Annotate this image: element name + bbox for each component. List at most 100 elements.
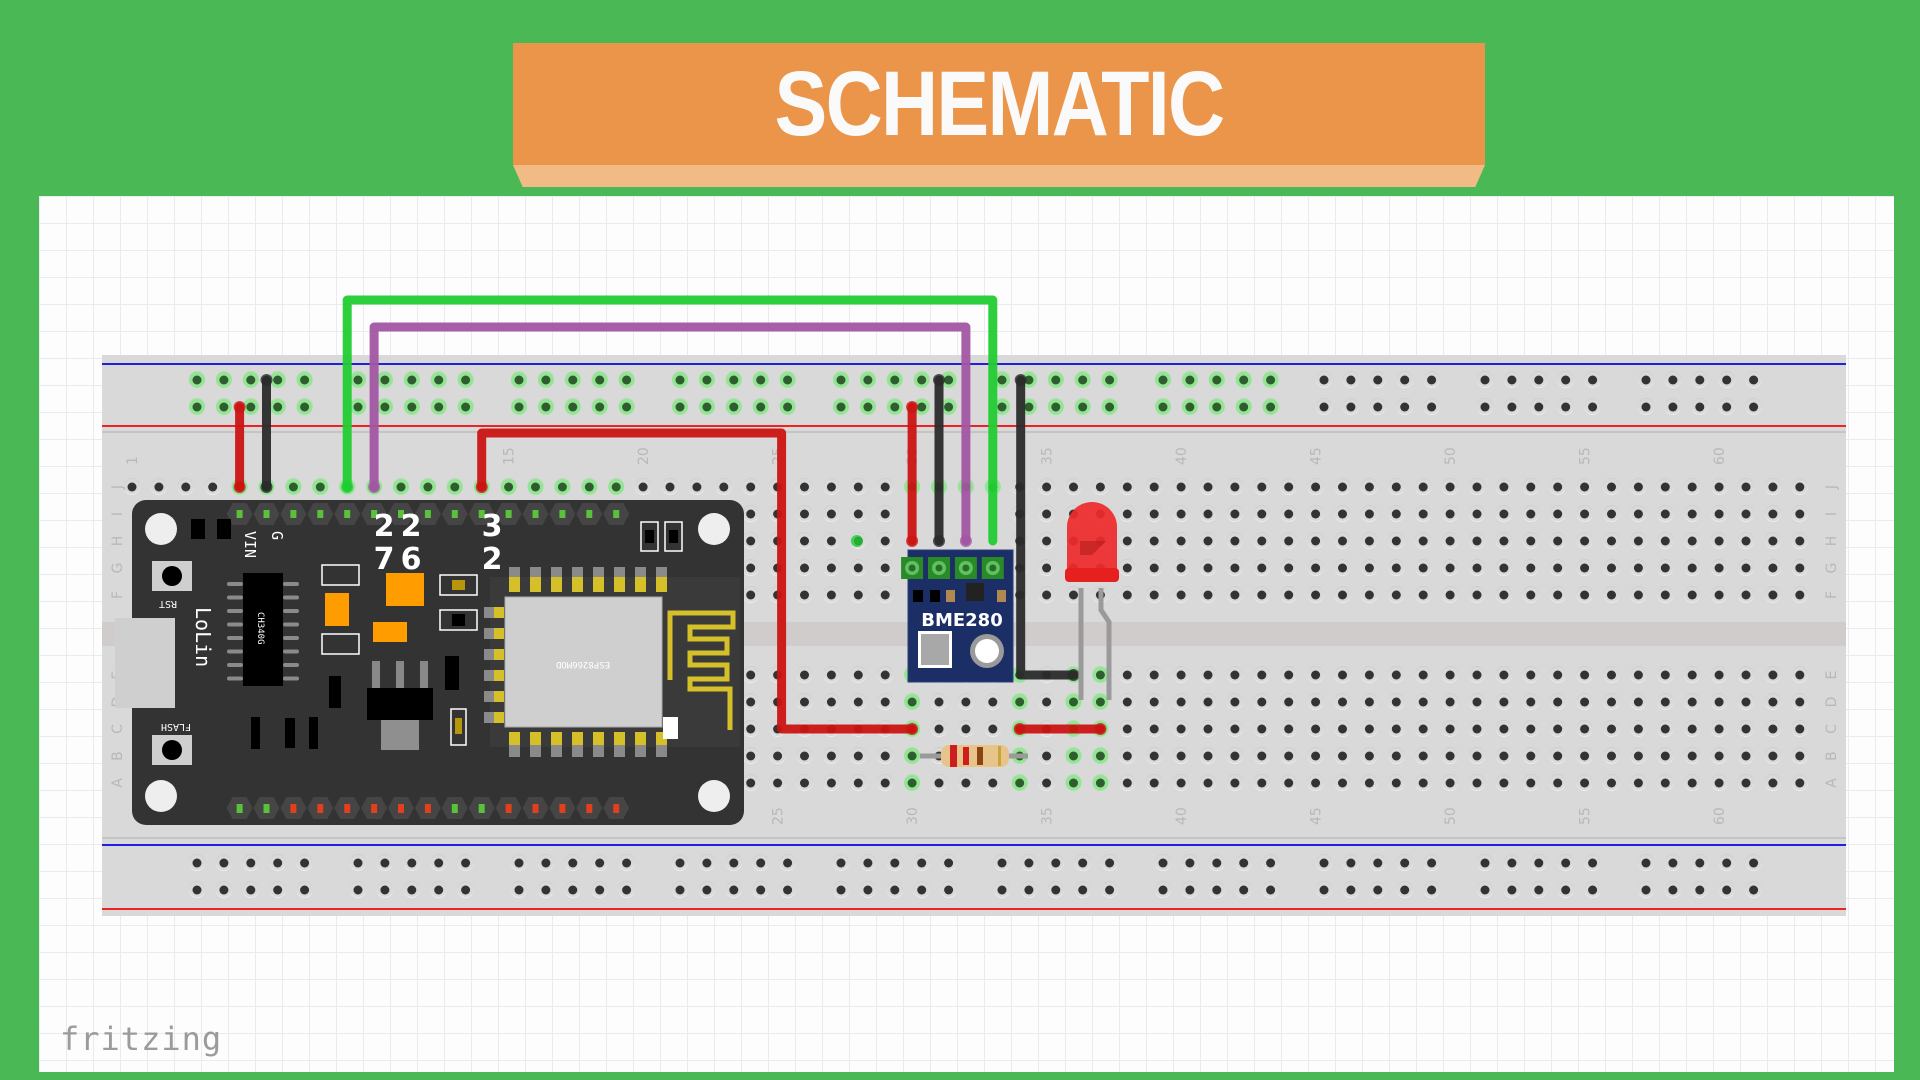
rail-hole — [1477, 398, 1493, 415]
red-led[interactable] — [1065, 502, 1119, 700]
breadboard-hole — [1388, 559, 1405, 576]
flash-button[interactable] — [152, 735, 192, 765]
rail-hole — [833, 398, 849, 415]
breadboard-hole — [1442, 693, 1459, 710]
rail-hole — [376, 854, 393, 871]
rail-hole — [1396, 854, 1413, 871]
breadboard-hole — [1603, 559, 1620, 576]
rail-hole — [1557, 398, 1574, 415]
breadboard-hole — [1576, 720, 1593, 737]
row-label: H — [110, 536, 126, 547]
breadboard-hole — [1576, 478, 1593, 495]
bme280-sensor[interactable]: BME280 — [901, 549, 1014, 683]
breadboard-hole — [1764, 720, 1781, 737]
breadboard-hole — [1603, 478, 1620, 495]
rail-hole — [1342, 398, 1359, 415]
breadboard-hole — [1603, 774, 1620, 791]
breadboard-hole — [877, 747, 894, 764]
breadboard-hole — [1469, 693, 1485, 710]
rail-hole — [537, 881, 554, 898]
breadboard-hole — [1146, 586, 1163, 603]
breadboard-hole — [1146, 559, 1163, 576]
column-label: 40 — [1174, 447, 1190, 465]
row-label: A — [110, 778, 126, 788]
rail-hole — [269, 398, 286, 415]
wire-led-gnd[interactable] — [1016, 375, 1078, 680]
breadboard-hole — [1200, 666, 1216, 683]
breadboard-hole — [1334, 505, 1351, 522]
breadboard-hole — [1738, 693, 1754, 710]
breadboard-hole — [1791, 774, 1808, 791]
rail-hole — [886, 398, 903, 415]
smd-component — [946, 590, 955, 602]
rail-hole — [1101, 398, 1118, 415]
breadboard-hole — [285, 478, 302, 495]
rail-hole — [1208, 371, 1225, 388]
breadboard-hole — [1119, 720, 1136, 737]
rail-hole — [430, 854, 447, 871]
rail-hole — [1638, 371, 1654, 388]
breadboard-hole — [1495, 666, 1512, 683]
rail-hole — [1638, 398, 1654, 415]
rail-hole — [457, 371, 474, 388]
rail-hole — [913, 398, 930, 415]
breadboard-hole — [1657, 532, 1674, 549]
rail-hole — [242, 398, 259, 415]
rail-hole — [1638, 881, 1654, 898]
breadboard-hole — [1764, 586, 1781, 603]
capacitor — [373, 622, 407, 642]
breadboard-hole — [1711, 720, 1728, 737]
breadboard-hole — [1226, 693, 1243, 710]
wire-gpio26-scl[interactable] — [369, 322, 971, 546]
rail-hole — [1396, 398, 1413, 415]
flash-label: FLASH — [161, 721, 191, 732]
rail-hole — [913, 371, 930, 388]
breadboard-hole — [742, 586, 759, 603]
breadboard-hole — [1738, 505, 1754, 522]
reset-button[interactable] — [152, 561, 192, 591]
rail-hole — [591, 398, 608, 415]
breadboard-hole — [1307, 747, 1324, 764]
breadboard-hole — [957, 720, 974, 737]
breadboard-hole — [742, 505, 759, 522]
breadboard-hole — [1630, 559, 1647, 576]
breadboard-hole — [1764, 747, 1781, 764]
breadboard-hole — [984, 774, 1001, 791]
led-smd — [663, 717, 678, 739]
rail-hole — [215, 881, 232, 898]
breadboard-hole — [1253, 747, 1270, 764]
breadboard-hole — [1038, 586, 1055, 603]
breadboard-hole — [1442, 747, 1459, 764]
breadboard-hole — [581, 478, 598, 495]
breadboard-hole — [1657, 586, 1674, 603]
breadboard-hole — [1011, 774, 1028, 791]
smd-component — [669, 530, 678, 543]
column-label: 50 — [1443, 447, 1459, 465]
breadboard-hole — [1065, 586, 1082, 603]
rail-hole — [457, 854, 474, 871]
esp8266-board[interactable]: RST FLASH VIN G LoLin CH340G — [115, 500, 744, 825]
breadboard-hole — [1038, 532, 1055, 549]
breadboard-hole — [823, 559, 840, 576]
usb-connector — [115, 618, 175, 708]
row-label: F — [1824, 591, 1840, 599]
breadboard-hole — [1173, 559, 1190, 576]
rail-hole — [350, 371, 366, 388]
breadboard-hole — [1684, 478, 1701, 495]
sensor-label: BME280 — [921, 610, 1003, 631]
rail-hole — [725, 398, 742, 415]
wire-gpio32-led[interactable] — [477, 428, 917, 734]
breadboard-hole — [742, 720, 759, 737]
rail-hole — [752, 854, 769, 871]
breadboard-hole — [1226, 505, 1243, 522]
breadboard-hole — [1253, 505, 1270, 522]
rail-hole — [269, 881, 286, 898]
breadboard-hole — [1469, 478, 1485, 495]
rail-hole — [511, 854, 527, 871]
resistor[interactable] — [920, 745, 1028, 767]
regulator-tab — [381, 720, 419, 750]
breadboard-hole — [850, 586, 867, 603]
breadboard-hole — [850, 774, 867, 791]
rail-hole — [1155, 854, 1171, 871]
wire-gpio27-sda[interactable] — [342, 295, 998, 546]
